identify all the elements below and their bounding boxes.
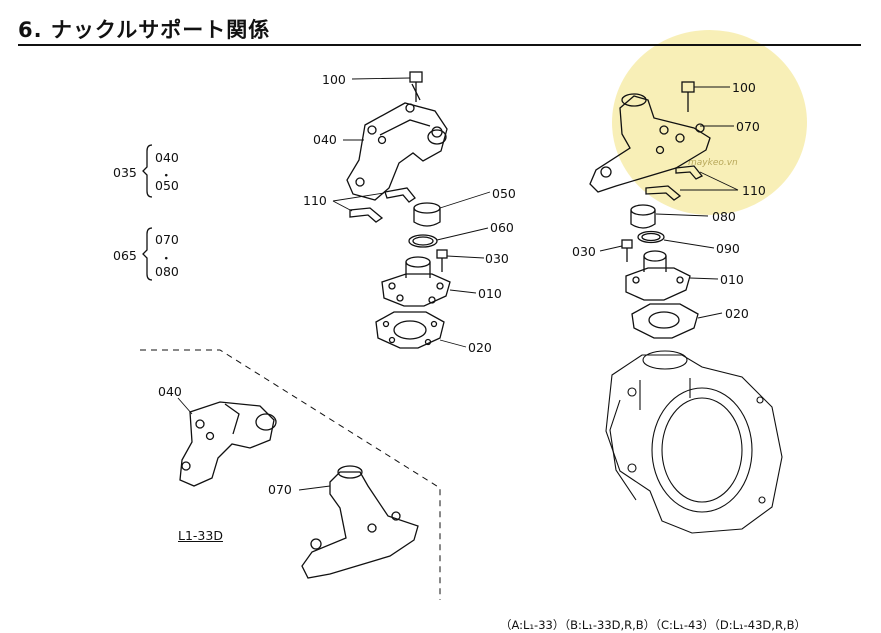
knuckle-support-010-left xyxy=(381,256,451,307)
leader-lines-inset xyxy=(177,397,331,491)
group-part-070: 070 xyxy=(155,232,179,247)
callout-010-right: 010 xyxy=(720,272,744,287)
callout-020-left: 020 xyxy=(468,340,492,355)
watermark-text: maykeo.vn xyxy=(688,158,738,168)
callout-090-right: 090 xyxy=(716,241,740,256)
front-axle-housing xyxy=(605,350,783,534)
clip-110-right xyxy=(645,165,704,201)
group-part-050: 050 xyxy=(155,178,179,193)
callout-050-left: 050 xyxy=(492,186,516,201)
variant-label: L1-33D xyxy=(178,528,223,543)
bolt-100-right xyxy=(681,81,695,112)
callout-030-left: 030 xyxy=(485,251,509,266)
bolt-100-left xyxy=(409,71,423,102)
bushing-080-right xyxy=(630,204,656,229)
group-dot: ・ xyxy=(160,251,173,266)
callout-070-inset: 070 xyxy=(268,482,292,497)
callout-060-left: 060 xyxy=(490,220,514,235)
leader-lines-left xyxy=(332,77,491,348)
group-brace-035 xyxy=(142,144,153,198)
knuckle-arm-070-right xyxy=(589,93,711,193)
watermark-logo xyxy=(612,30,807,215)
bushing-050-left xyxy=(413,202,441,227)
bolt-030-left xyxy=(436,249,448,272)
callout-020-right: 020 xyxy=(725,306,749,321)
oring-090-right xyxy=(637,230,665,244)
callout-100-left: 100 xyxy=(322,72,346,87)
callout-110-right: 110 xyxy=(742,183,766,198)
group-dot: ・ xyxy=(160,168,173,183)
title-underline xyxy=(18,44,861,46)
variant-inset-frame xyxy=(140,349,441,600)
knuckle-arm-040-inset xyxy=(179,401,277,487)
callout-110-left: 110 xyxy=(303,193,327,208)
knuckle-support-010-right xyxy=(625,250,691,301)
page-title: 6. ナックルサポート関係 xyxy=(18,18,271,42)
model-legend-footer: （A:L₁-33）（B:L₁-33D,R,B）（C:L₁-43）（D:L₁-43… xyxy=(500,618,806,632)
bolt-030-right xyxy=(621,239,633,262)
oring-060-left xyxy=(408,234,438,248)
group-label-035: 035 xyxy=(113,165,137,180)
callout-040-inset: 040 xyxy=(158,384,182,399)
group-label-065: 065 xyxy=(113,248,137,263)
callout-080-right: 080 xyxy=(712,209,736,224)
callout-040-left: 040 xyxy=(313,132,337,147)
gasket-020-left xyxy=(375,311,445,349)
gasket-020-right xyxy=(631,303,699,339)
leader-lines-right xyxy=(599,86,739,319)
callout-100-right: 100 xyxy=(732,80,756,95)
knuckle-arm-070-inset xyxy=(301,465,419,579)
callout-010-left: 010 xyxy=(478,286,502,301)
callout-030-right: 030 xyxy=(572,244,596,259)
callout-070-right: 070 xyxy=(736,119,760,134)
knuckle-arm-040-left xyxy=(346,102,448,201)
group-brace-065 xyxy=(142,227,153,281)
group-part-040: 040 xyxy=(155,150,179,165)
group-part-080: 080 xyxy=(155,264,179,279)
clip-110-left xyxy=(349,187,416,223)
